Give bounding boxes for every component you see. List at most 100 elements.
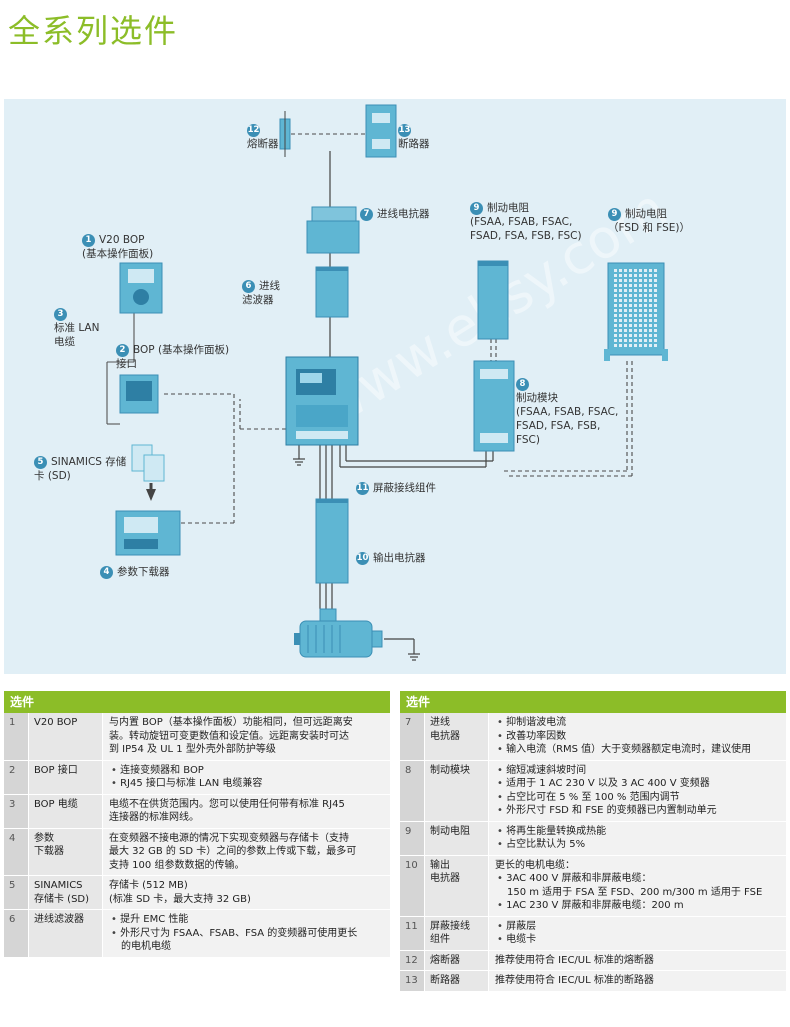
table-header: 选件 bbox=[4, 691, 390, 713]
row-name: 屏蔽接线 组件 bbox=[424, 916, 488, 950]
row-name: SINAMICS 存储卡 (SD) bbox=[28, 876, 102, 909]
row-description: 缩短减速斜坡时间适用于 1 AC 230 V 以及 3 AC 400 V 变频器… bbox=[488, 760, 786, 821]
label-output-reactor-text: 输出电抗器 bbox=[373, 552, 426, 564]
marker-11: 11 bbox=[356, 481, 369, 495]
row-bullet: 改善功率因数 bbox=[495, 730, 780, 744]
row-name: 熔断器 bbox=[424, 950, 488, 970]
row-description-text: 在变频器不接电源的情况下实现变频器与存储卡（支持 最大 32 GB 的 SD 卡… bbox=[109, 832, 357, 871]
system-diagram: www.ehsy.com bbox=[4, 99, 786, 674]
label-output-reactor: 10 输出电抗器 bbox=[356, 551, 426, 565]
row-number: 5 bbox=[4, 876, 28, 909]
marker-12: 12 bbox=[247, 123, 260, 137]
row-name: 制动电阻 bbox=[424, 821, 488, 855]
label-line-reactor-text: 进线电抗器 bbox=[377, 208, 430, 220]
row-description: 与内置 BOP（基本操作面板）功能相同，但可远距离安 装。转动旋钮可变更数值和设… bbox=[102, 713, 390, 760]
label-breaker-text: 断路器 bbox=[398, 138, 430, 150]
label-lan-cable-text: 标准 LAN 电缆 bbox=[54, 322, 100, 348]
row-number: 4 bbox=[4, 828, 28, 875]
marker-3: 3 bbox=[54, 307, 67, 321]
marker-2: 2 bbox=[116, 343, 129, 357]
row-name: BOP 接口 bbox=[28, 760, 102, 794]
row-description-text: 更长的电机电缆： bbox=[495, 859, 575, 871]
row-number: 6 bbox=[4, 910, 28, 957]
marker-8: 8 bbox=[516, 377, 529, 391]
label-bop-interface-text: BOP (基本操作面板) 接口 bbox=[116, 344, 230, 370]
row-bullet: 外形尺寸 FSD 和 FSE 的变频器已内置制动单元 bbox=[495, 804, 780, 818]
row-name: V20 BOP bbox=[28, 713, 102, 760]
row-number: 3 bbox=[4, 794, 28, 828]
row-description: 在变频器不接电源的情况下实现变频器与存储卡（支持 最大 32 GB 的 SD 卡… bbox=[102, 828, 390, 875]
row-name: BOP 电缆 bbox=[28, 794, 102, 828]
row-description: 屏蔽层电缆卡 bbox=[488, 916, 786, 950]
label-sd-card-text: SINAMICS 存储 卡 (SD) bbox=[34, 456, 127, 482]
row-number: 13 bbox=[400, 971, 424, 991]
table-row: 6进线滤波器提升 EMC 性能外形尺寸为 FSAA、FSAB、FSA 的变频器可… bbox=[4, 910, 390, 958]
row-bullet: 电缆卡 bbox=[495, 933, 780, 947]
diagram-graphics: www.ehsy.com bbox=[106, 104, 678, 661]
row-bullet: 3AC 400 V 屏蔽和非屏蔽电缆： 150 m 适用于 FSA 至 FSD、… bbox=[495, 872, 780, 899]
row-description: 连接变频器和 BOPRJ45 接口与标准 LAN 电缆兼容 bbox=[102, 760, 390, 794]
row-description-text: 推荐使用符合 IEC/UL 标准的熔断器 bbox=[495, 954, 654, 966]
marker-9b: 9 bbox=[608, 207, 621, 221]
row-bullet: 占空比默认为 5% bbox=[495, 838, 780, 852]
table-header: 选件 bbox=[400, 691, 786, 713]
row-bullet: 将再生能量转换成热能 bbox=[495, 825, 780, 839]
label-parameter-loader: 4 参数下载器 bbox=[100, 565, 170, 579]
row-description: 推荐使用符合 IEC/UL 标准的熔断器 bbox=[488, 950, 786, 970]
row-description: 电缆不在供货范围内。您可以使用任何带有标准 RJ45 连接器的标准网线。 bbox=[102, 794, 390, 828]
row-bullet: 屏蔽层 bbox=[495, 920, 780, 934]
row-description: 将再生能量转换成热能占空比默认为 5% bbox=[488, 821, 786, 855]
row-number: 9 bbox=[400, 821, 424, 855]
row-number: 12 bbox=[400, 950, 424, 970]
marker-9a: 9 bbox=[470, 201, 483, 215]
row-bullet: 外形尺寸为 FSAA、FSAB、FSA 的变频器可使用更长 的电机电缆 bbox=[109, 927, 384, 954]
label-parameter-loader-text: 参数下载器 bbox=[117, 566, 170, 578]
row-name: 进线滤波器 bbox=[28, 910, 102, 957]
marker-13: 13 bbox=[398, 123, 411, 137]
marker-6: 6 bbox=[242, 279, 255, 293]
row-description: 存储卡 (512 MB) (标准 SD 卡，最大支持 32 GB) bbox=[102, 876, 390, 909]
row-number: 1 bbox=[4, 713, 28, 760]
row-name: 输出 电抗器 bbox=[424, 855, 488, 916]
marker-4: 4 bbox=[100, 565, 113, 579]
row-description: 推荐使用符合 IEC/UL 标准的断路器 bbox=[488, 971, 786, 991]
label-fuse-text: 熔断器 bbox=[247, 138, 279, 150]
options-table-right: 选件 7进线 电抗器抑制谐波电流改善功率因数输入电流（RMS 值）大于变频器额定… bbox=[400, 691, 786, 992]
row-description: 更长的电机电缆：3AC 400 V 屏蔽和非屏蔽电缆： 150 m 适用于 FS… bbox=[488, 855, 786, 916]
row-bullet: 占空比可在 5 % 至 100 % 范围内调节 bbox=[495, 791, 780, 805]
marker-1: 1 bbox=[82, 233, 95, 247]
label-v20-bop-text: V20 BOP (基本操作面板) bbox=[82, 234, 154, 260]
marker-10: 10 bbox=[356, 551, 369, 565]
row-description-text: 与内置 BOP（基本操作面板）功能相同，但可远距离安 装。转动旋钮可变更数值和设… bbox=[109, 717, 353, 755]
row-number: 7 bbox=[400, 713, 424, 760]
row-description: 抑制谐波电流改善功率因数输入电流（RMS 值）大于变频器额定电流时，建议使用 bbox=[488, 713, 786, 760]
row-description-text: 推荐使用符合 IEC/UL 标准的断路器 bbox=[495, 975, 654, 986]
table-row: 9制动电阻将再生能量转换成热能占空比默认为 5% bbox=[400, 821, 786, 856]
row-number: 11 bbox=[400, 916, 424, 950]
row-number: 10 bbox=[400, 855, 424, 916]
row-description: 提升 EMC 性能外形尺寸为 FSAA、FSAB、FSA 的变频器可使用更长 的… bbox=[102, 910, 390, 957]
row-number: 2 bbox=[4, 760, 28, 794]
row-bullet: 抑制谐波电流 bbox=[495, 716, 780, 730]
label-line-filter-text: 进线 滤波器 bbox=[242, 280, 280, 306]
